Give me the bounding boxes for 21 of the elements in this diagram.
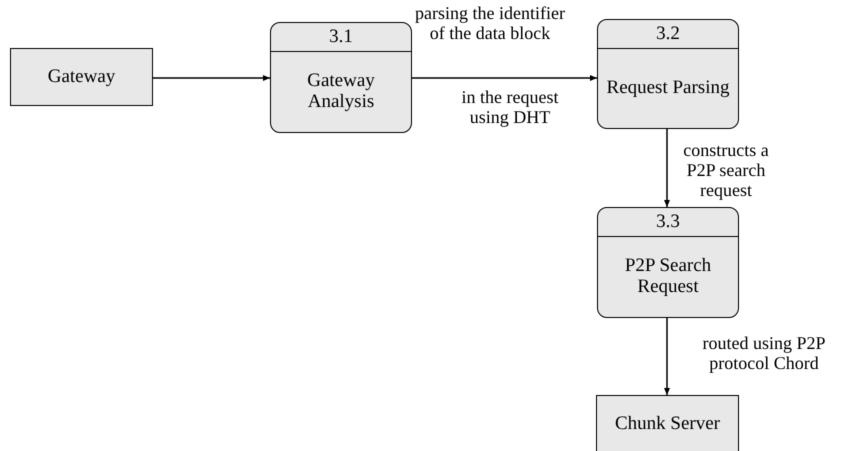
entity-box [10, 48, 153, 106]
arrow [153, 75, 270, 81]
process-box [597, 207, 739, 318]
entity-box [596, 395, 739, 451]
edge-label: routed using P2P protocol Chord [701, 334, 826, 374]
process-name: Gateway Analysis [306, 71, 376, 113]
process-number: 3.3 [656, 211, 680, 233]
entity-name: Chunk Server [614, 414, 720, 434]
process-name: Request Parsing [606, 78, 730, 99]
process-box [270, 22, 412, 133]
arrow [412, 75, 597, 81]
flow-note: in the request using DHT [460, 88, 560, 128]
process-box [597, 19, 739, 129]
edge-label: constructs a P2P search request [682, 141, 770, 200]
arrow [664, 129, 670, 207]
arrow [664, 318, 670, 395]
process-number: 3.1 [329, 26, 353, 48]
process-number: 3.2 [656, 23, 680, 45]
process-name: P2P Search Request [624, 256, 712, 298]
edge-label: parsing the identifier of the data block [415, 4, 565, 44]
entity-name: Gateway [48, 66, 116, 88]
